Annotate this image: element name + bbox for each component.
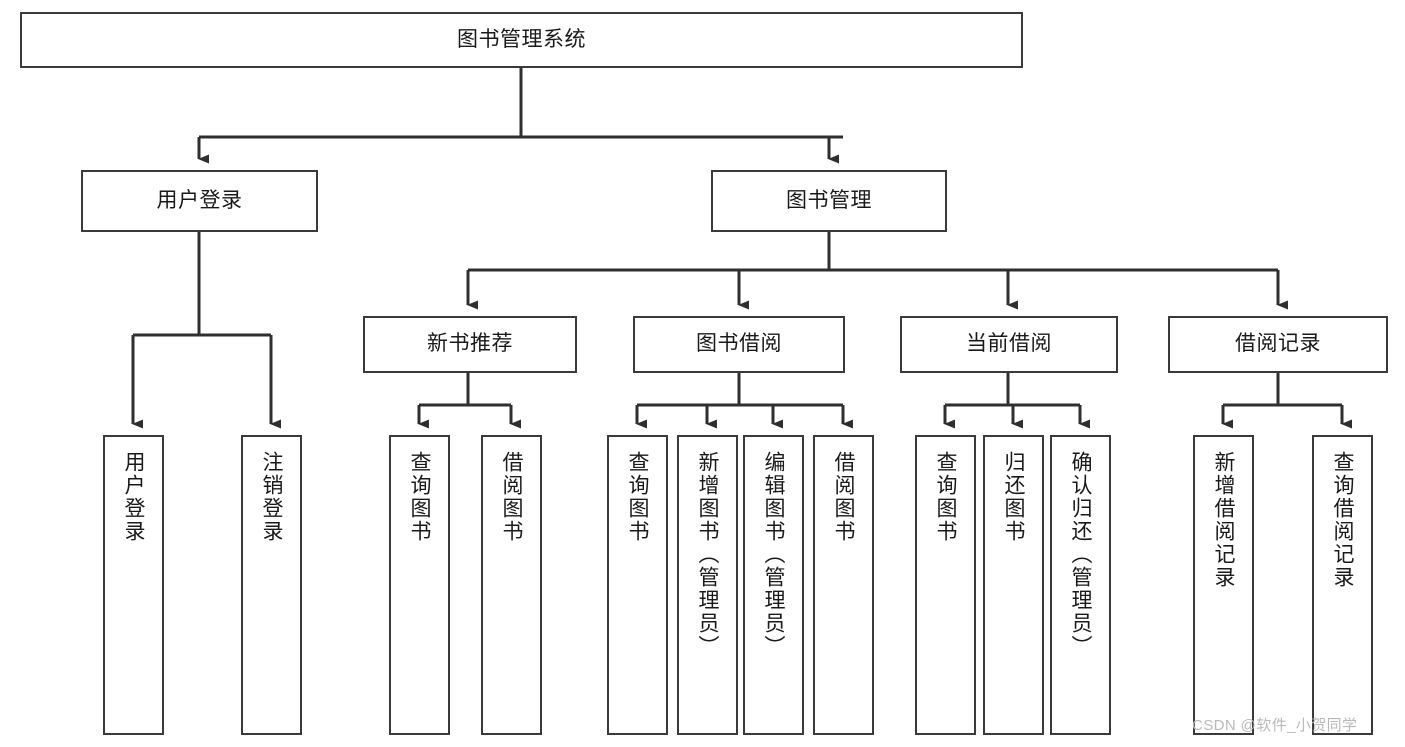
node-leaf-book-borrow-1[interactable]: 新增图书（管理员） — [677, 435, 738, 735]
node-root-label: 图书管理系统 — [457, 27, 586, 51]
node-leaf-current-borrow-0[interactable]: 查询图书 — [915, 435, 976, 735]
node-current-borrow[interactable]: 当前借阅 — [900, 316, 1118, 373]
node-leaf-new-book-1[interactable]: 借阅图书 — [481, 435, 542, 735]
watermark-text: CSDN @软件_小贺同学 — [1192, 717, 1358, 734]
node-borrow-records-label: 借阅记录 — [1235, 332, 1321, 356]
node-new-book-recommend-label: 新书推荐 — [427, 332, 513, 356]
node-leaf-label: 查询图书 — [626, 451, 649, 543]
node-leaf-borrow-records-1[interactable]: 查询借阅记录 — [1312, 435, 1373, 735]
node-leaf-borrow-records-0[interactable]: 新增借阅记录 — [1193, 435, 1254, 735]
node-leaf-label: 归还图书 — [1002, 451, 1025, 543]
node-user-login-label: 用户登录 — [156, 188, 243, 212]
node-new-book-recommend[interactable]: 新书推荐 — [363, 316, 577, 373]
node-book-management[interactable]: 图书管理 — [711, 170, 947, 232]
node-book-borrow-label: 图书借阅 — [696, 332, 782, 356]
node-leaf-label: 查询图书 — [934, 451, 957, 543]
node-leaf-user-login-0[interactable]: 用户登录 — [103, 435, 164, 735]
node-leaf-label: 用户登录 — [122, 451, 145, 543]
node-leaf-new-book-0[interactable]: 查询图书 — [389, 435, 450, 735]
node-leaf-book-borrow-3[interactable]: 借阅图书 — [813, 435, 874, 735]
node-book-management-label: 图书管理 — [786, 188, 872, 212]
node-borrow-records[interactable]: 借阅记录 — [1168, 316, 1388, 373]
node-book-borrow[interactable]: 图书借阅 — [633, 316, 845, 373]
node-leaf-label: 新增借阅记录 — [1212, 451, 1235, 589]
node-leaf-current-borrow-2[interactable]: 确认归还（管理员） — [1050, 435, 1111, 735]
node-leaf-label: 查询借阅记录 — [1331, 451, 1354, 589]
node-leaf-book-borrow-0[interactable]: 查询图书 — [607, 435, 668, 735]
node-current-borrow-label: 当前借阅 — [966, 332, 1052, 356]
node-leaf-user-login-1[interactable]: 注销登录 — [241, 435, 302, 735]
node-leaf-current-borrow-1[interactable]: 归还图书 — [983, 435, 1044, 735]
node-leaf-label: 新增图书（管理员） — [696, 451, 719, 658]
node-leaf-book-borrow-2[interactable]: 编辑图书（管理员） — [743, 435, 804, 735]
node-leaf-label: 编辑图书（管理员） — [762, 451, 785, 658]
node-user-login[interactable]: 用户登录 — [81, 170, 318, 232]
node-leaf-label: 查询图书 — [408, 451, 431, 543]
node-leaf-label: 确认归还（管理员） — [1069, 451, 1092, 658]
node-leaf-label: 注销登录 — [260, 451, 283, 543]
node-leaf-label: 借阅图书 — [500, 451, 523, 543]
node-root[interactable]: 图书管理系统 — [20, 12, 1023, 68]
node-leaf-label: 借阅图书 — [832, 451, 855, 543]
